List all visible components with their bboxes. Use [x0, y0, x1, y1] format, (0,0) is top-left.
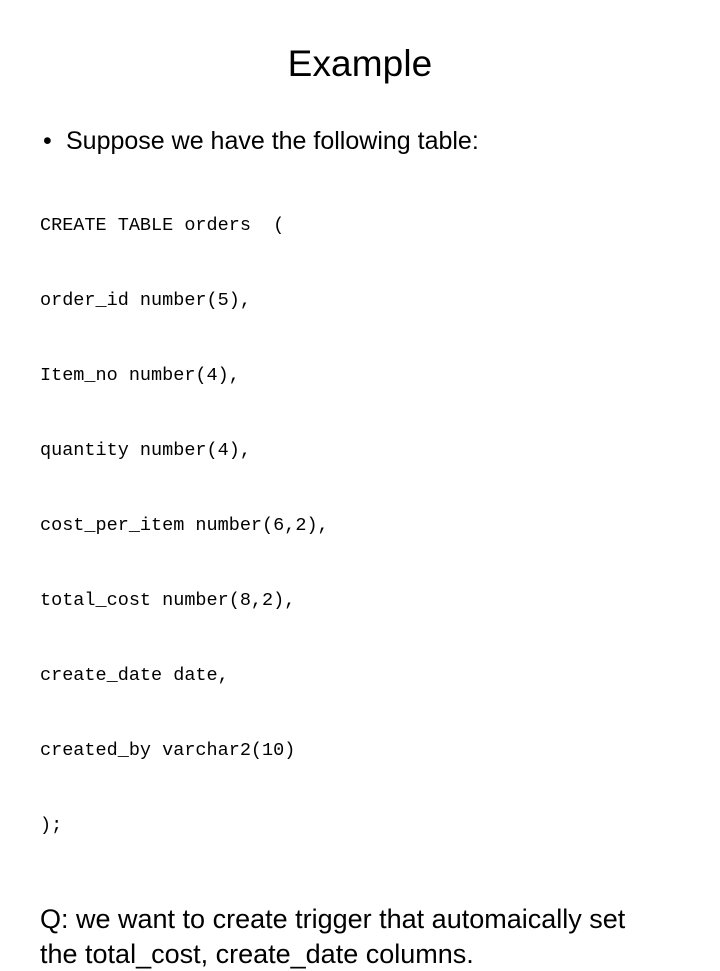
code-line: quantity number(4), — [40, 440, 251, 461]
page-title: Example — [287, 43, 433, 84]
code-line: created_by varchar2(10) — [40, 740, 296, 761]
code-line: Item_no number(4), — [40, 365, 240, 386]
sql-code-block: CREATE TABLE orders ( order_id number(5)… — [36, 163, 684, 888]
slide: Example • Suppose we have the following … — [40, 43, 626, 969]
bullet-list-item: • Suppose we have the following table: — [36, 126, 684, 157]
code-line: CREATE TABLE orders ( — [40, 215, 285, 236]
question-paragraph: Q: we want to create trigger that automa… — [36, 902, 684, 971]
code-line: total_cost number(8,2), — [40, 590, 296, 611]
bullet-item-label: Suppose we have the following table: — [66, 127, 479, 155]
code-line: ); — [40, 815, 63, 836]
bullet-marker-icon: • — [43, 127, 52, 155]
question-line: Q: we want to create trigger that automa… — [40, 904, 626, 934]
code-line: create_date date, — [40, 665, 229, 686]
slide-body: • Suppose we have the following table: C… — [36, 126, 684, 971]
code-line: order_id number(5), — [40, 290, 251, 311]
code-line: cost_per_item number(6,2), — [40, 515, 329, 536]
question-line: the total_cost, create_date columns. — [40, 938, 474, 969]
